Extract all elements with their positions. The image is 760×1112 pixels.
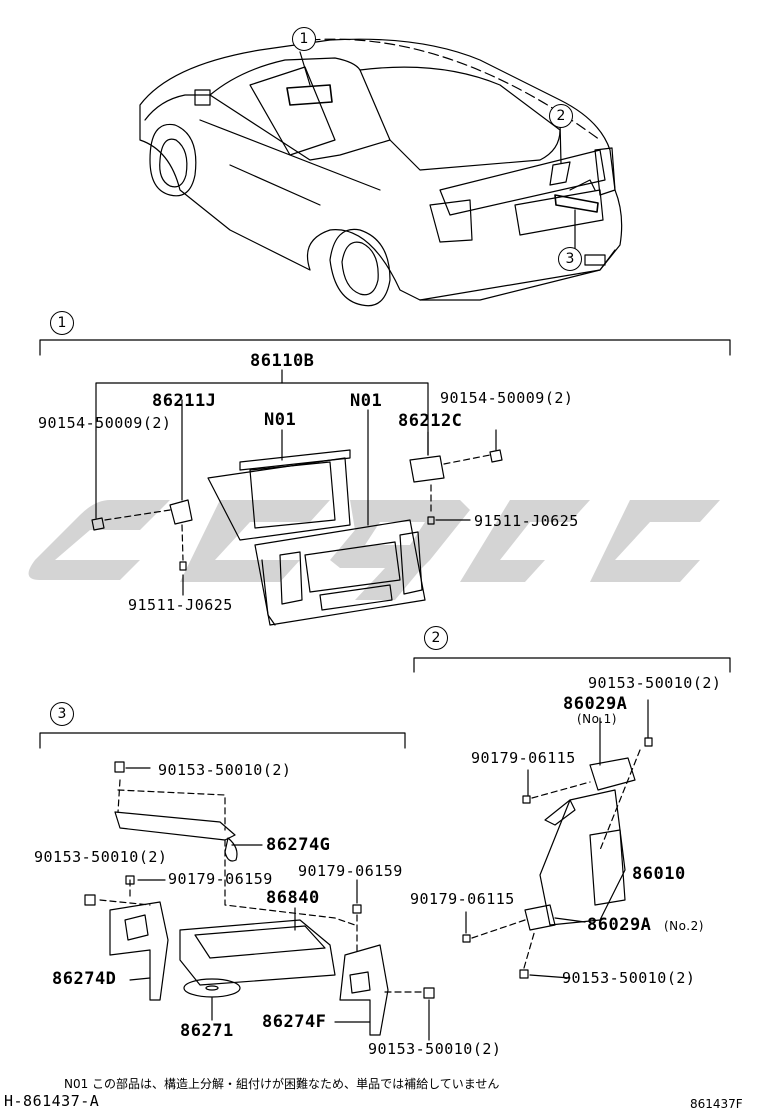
- part-86110B: 86110B: [250, 351, 315, 371]
- footer-note: N01 この部品は、構造上分解・組付けが困難なため、単品では補給していません: [64, 1077, 500, 1091]
- callout-2-section: 2: [424, 626, 448, 650]
- part-86274G: 86274G: [266, 835, 331, 855]
- callout-3-car: 3: [558, 247, 582, 271]
- part-90179-06159-left: 90179-06159: [168, 870, 273, 888]
- part-86029A-no1-note: (No.1): [577, 712, 617, 726]
- part-90179-06115-lower: 90179-06115: [410, 890, 515, 908]
- part-86274F: 86274F: [262, 1012, 327, 1032]
- part-90153-50010-sec3-top: 90153-50010(2): [158, 761, 292, 779]
- amplifier-assembly: [462, 699, 653, 979]
- car-illustration: [139, 38, 623, 307]
- section-3-bracket: [39, 732, 406, 749]
- part-86840: 86840: [266, 888, 320, 908]
- part-86029A-no2-note: (No.2): [664, 919, 704, 933]
- part-86271: 86271: [180, 1021, 234, 1041]
- part-90153-50010-sec2-top: 90153-50010(2): [588, 674, 722, 692]
- part-90153-50010-sec2-bottom: 90153-50010(2): [562, 969, 696, 987]
- callout-1-section: 1: [50, 311, 74, 335]
- figure-code: 861437F: [690, 1097, 743, 1111]
- diagram-id: H-861437-A: [4, 1092, 100, 1110]
- callout-3-section: 3: [50, 702, 74, 726]
- watermark-logo: [28, 500, 720, 600]
- part-90154-50009-left: 90154-50009(2): [38, 414, 172, 432]
- part-91511-J0625-left: 91511-J0625: [128, 596, 233, 614]
- navigation-display-assembly: [91, 429, 503, 626]
- part-90154-50009-right: 90154-50009(2): [440, 389, 574, 407]
- part-86211J: 86211J: [152, 391, 217, 411]
- part-N01-right: N01: [350, 391, 383, 411]
- part-90179-06159-right: 90179-06159: [298, 862, 403, 880]
- section-1-bracket: [39, 339, 731, 356]
- section-2-bracket: [413, 657, 731, 673]
- assembly-86110B-bracket: [95, 382, 429, 456]
- callout-1-car: 1: [292, 27, 316, 51]
- part-90153-50010-sec3-left: 90153-50010(2): [34, 848, 168, 866]
- part-91511-J0625-right: 91511-J0625: [474, 512, 579, 530]
- part-86212C: 86212C: [398, 411, 463, 431]
- part-N01-left: N01: [264, 410, 297, 430]
- part-90153-50010-sec3-bottom: 90153-50010(2): [368, 1040, 502, 1058]
- part-86029A-no1: 86029A: [563, 694, 628, 714]
- dvd-changer-assembly: [84, 761, 435, 1041]
- part-86029A-no2: 86029A: [587, 915, 652, 935]
- callout-2-car: 2: [549, 104, 573, 128]
- part-86010: 86010: [632, 864, 686, 884]
- part-90179-06115-upper: 90179-06115: [471, 749, 576, 767]
- part-86274D: 86274D: [52, 969, 117, 989]
